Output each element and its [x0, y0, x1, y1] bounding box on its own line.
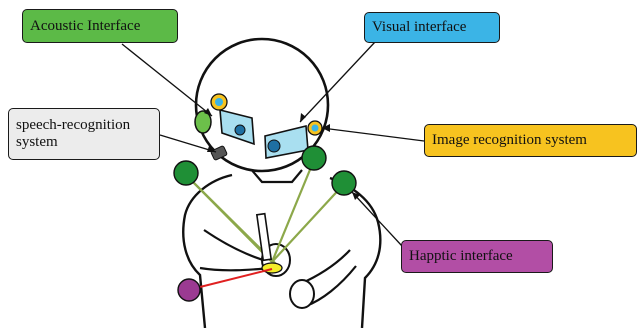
acoustic-interface-label: Acoustic Interface	[22, 9, 178, 43]
sensor-ball-mid	[302, 146, 326, 170]
haptic-handle-ball	[178, 279, 200, 301]
laser-line	[192, 269, 272, 289]
stylus	[257, 214, 271, 261]
speech-recognition-label: speech-recognition system	[8, 108, 160, 160]
haptic-interface-label: Happtic interface	[401, 240, 553, 273]
sensor-ball-right	[332, 171, 356, 195]
sensor-ball-left	[174, 161, 198, 185]
visual-interface-label: Visual interface	[364, 12, 500, 43]
eye-right	[268, 140, 280, 152]
camera-left-inner	[215, 98, 223, 106]
right-hand	[290, 280, 314, 308]
eye-left	[235, 125, 245, 135]
image-recognition-label: Image recognition system	[424, 124, 637, 157]
camera-right-inner	[312, 125, 319, 132]
